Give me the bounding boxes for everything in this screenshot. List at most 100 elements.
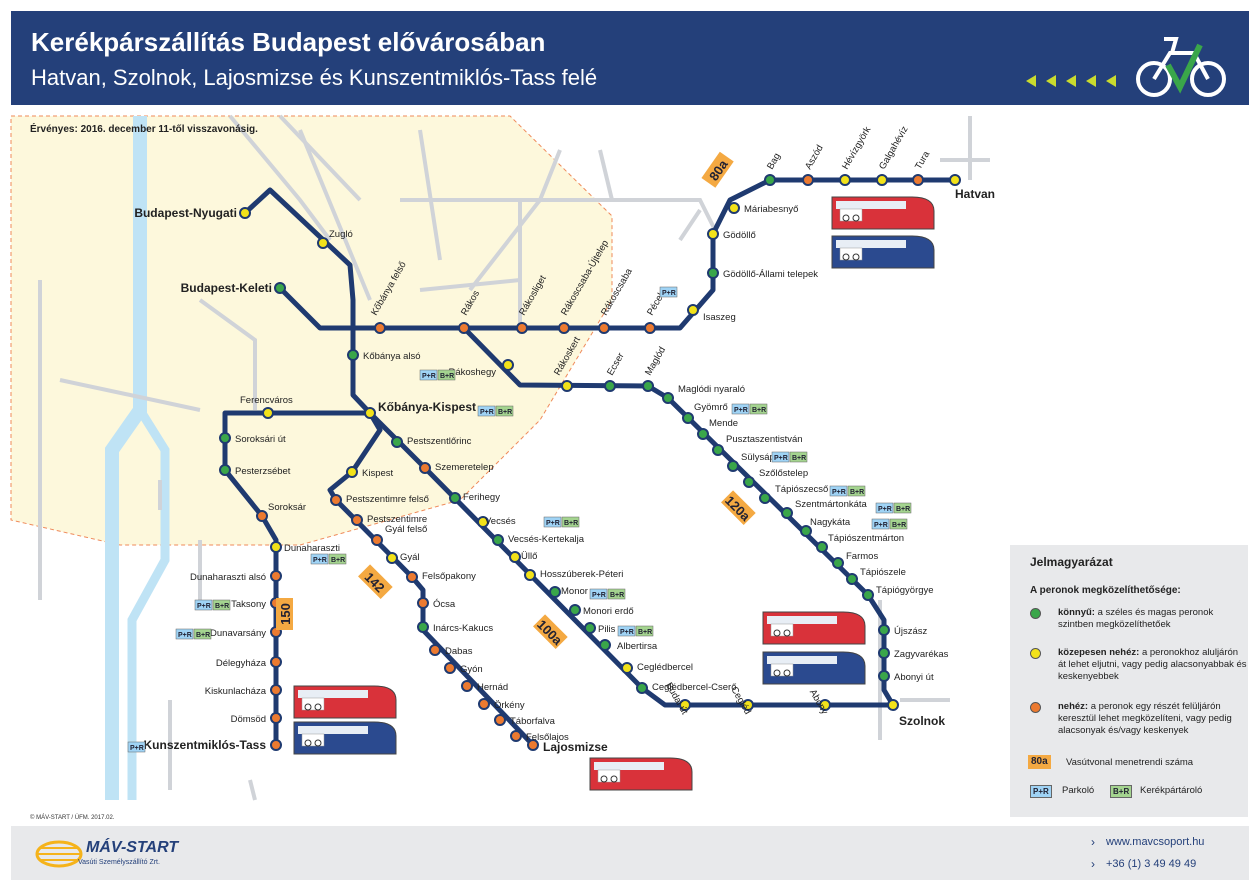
- station-ocsa[interactable]: [417, 597, 429, 609]
- station-label-tapioszentmarton: Tápiószentmárton: [828, 533, 904, 544]
- station-inarcs[interactable]: [417, 621, 429, 633]
- station-felsopakony[interactable]: [406, 571, 418, 583]
- station-rakoscsaba[interactable]: [598, 322, 610, 334]
- pr-badge-icon: P+R: [1030, 785, 1052, 798]
- station-kobkispest[interactable]: [364, 407, 376, 419]
- station-abonyiut[interactable]: [878, 670, 890, 682]
- station-rakos[interactable]: [458, 322, 470, 334]
- station-ullo[interactable]: [509, 551, 521, 563]
- station-pestszentlorinc[interactable]: [391, 436, 403, 448]
- station-aszod[interactable]: [802, 174, 814, 186]
- station-szolnok[interactable]: [887, 699, 899, 711]
- pr-badge-icon: [771, 451, 790, 463]
- station-godollo[interactable]: [707, 228, 719, 240]
- station-dunaharasztialso[interactable]: [270, 570, 282, 582]
- station-dunaharaszti[interactable]: [270, 541, 282, 553]
- station-label-hernad: Hernád: [477, 682, 508, 693]
- station-nyugati[interactable]: [239, 207, 251, 219]
- legend-panel: Jelmagyarázat A peronok megközelíthetősé…: [1010, 545, 1248, 817]
- br-badge-icon: [437, 369, 456, 381]
- station-pestszentimre[interactable]: [351, 514, 363, 526]
- station-kobfelso[interactable]: [374, 322, 386, 334]
- station-isaszeg[interactable]: [687, 304, 699, 316]
- station-kunszent[interactable]: [270, 739, 282, 751]
- station-mende[interactable]: [697, 428, 709, 440]
- pr-badge-icon: [310, 553, 329, 565]
- station-vecses[interactable]: [477, 516, 489, 528]
- station-maglod[interactable]: [642, 380, 654, 392]
- station-bag[interactable]: [764, 174, 776, 186]
- station-zagyvarekas[interactable]: [878, 647, 890, 659]
- station-delegyhaza[interactable]: [270, 656, 282, 668]
- station-godolloall[interactable]: [707, 267, 719, 279]
- station-farmos[interactable]: [832, 557, 844, 569]
- station-gyal[interactable]: [386, 552, 398, 564]
- station-rakoshegy[interactable]: [502, 359, 514, 371]
- station-tura[interactable]: [912, 174, 924, 186]
- station-pestszentimrefelso[interactable]: [330, 494, 342, 506]
- station-maglodinyaralo[interactable]: [662, 392, 674, 404]
- station-ecser[interactable]: [604, 380, 616, 392]
- br-text: Kerékpártároló: [1140, 785, 1203, 796]
- station-hernad[interactable]: [461, 680, 473, 692]
- station-hosszuberek[interactable]: [524, 569, 536, 581]
- station-rakosliget[interactable]: [516, 322, 528, 334]
- station-kiskunlachaza[interactable]: [270, 684, 282, 696]
- station-hevizgyork[interactable]: [839, 174, 851, 186]
- station-cegledbercel[interactable]: [621, 662, 633, 674]
- logo-text: MÁV-START: [86, 839, 179, 856]
- station-szolostelep[interactable]: [743, 476, 755, 488]
- station-dabas[interactable]: [429, 644, 441, 656]
- station-szentmartonkata[interactable]: [781, 507, 793, 519]
- station-rakoskert[interactable]: [561, 380, 573, 392]
- station-tapioszecso[interactable]: [759, 492, 771, 504]
- station-ujszasz[interactable]: [878, 624, 890, 636]
- station-ferihegy[interactable]: [449, 492, 461, 504]
- station-tapioszentmarton[interactable]: [816, 541, 828, 553]
- station-cegled[interactable]: [742, 699, 754, 711]
- station-keleti[interactable]: [274, 282, 286, 294]
- station-kispest[interactable]: [346, 466, 358, 478]
- station-zuglo[interactable]: [317, 237, 329, 249]
- station-tapiogyorgye[interactable]: [862, 589, 874, 601]
- station-kobalso[interactable]: [347, 349, 359, 361]
- station-felsolajos[interactable]: [510, 730, 522, 742]
- station-label-domsod: Dömsöd: [231, 714, 266, 725]
- station-taborfalva[interactable]: [494, 714, 506, 726]
- station-tapioszele[interactable]: [846, 573, 858, 585]
- station-pilis[interactable]: [584, 622, 596, 634]
- station-lajosmizse[interactable]: [527, 739, 539, 751]
- website-link[interactable]: www.mavcsoport.hu: [1106, 836, 1205, 848]
- station-gyomro[interactable]: [682, 412, 694, 424]
- station-label-soroksariut: Soroksári út: [235, 434, 286, 445]
- station-pesterzsebet[interactable]: [219, 464, 231, 476]
- station-mariabesnyo[interactable]: [728, 202, 740, 214]
- station-soroksar[interactable]: [256, 510, 268, 522]
- station-gyon[interactable]: [444, 662, 456, 674]
- station-label-ferencvaros: Ferencváros: [240, 395, 293, 406]
- station-galgaheviz[interactable]: [876, 174, 888, 186]
- station-soroksariut[interactable]: [219, 432, 231, 444]
- station-szemeretelep[interactable]: [419, 462, 431, 474]
- station-budaiut[interactable]: [679, 699, 691, 711]
- station-label-szolnok: Szolnok: [899, 714, 945, 728]
- station-nagykata[interactable]: [800, 525, 812, 537]
- station-domsod[interactable]: [270, 712, 282, 724]
- station-cegledbercelcsero[interactable]: [636, 682, 648, 694]
- station-hatvan[interactable]: [949, 174, 961, 186]
- station-gyalfelso[interactable]: [371, 534, 383, 546]
- station-ferencvaros[interactable]: [262, 407, 274, 419]
- station-vecseskert[interactable]: [492, 534, 504, 546]
- hard-dot-icon: [1030, 702, 1041, 713]
- station-label-godollo: Gödöllő: [723, 230, 756, 241]
- station-ujtelep[interactable]: [558, 322, 570, 334]
- station-abony[interactable]: [819, 699, 831, 711]
- station-sulysap[interactable]: [727, 460, 739, 472]
- station-pecel[interactable]: [644, 322, 656, 334]
- pr-badge-icon: [543, 516, 562, 528]
- station-orkeny[interactable]: [478, 698, 490, 710]
- station-monorierdo[interactable]: [569, 604, 581, 616]
- station-pusztaszentistvan[interactable]: [712, 444, 724, 456]
- station-monor[interactable]: [549, 586, 561, 598]
- station-albertirsa[interactable]: [599, 639, 611, 651]
